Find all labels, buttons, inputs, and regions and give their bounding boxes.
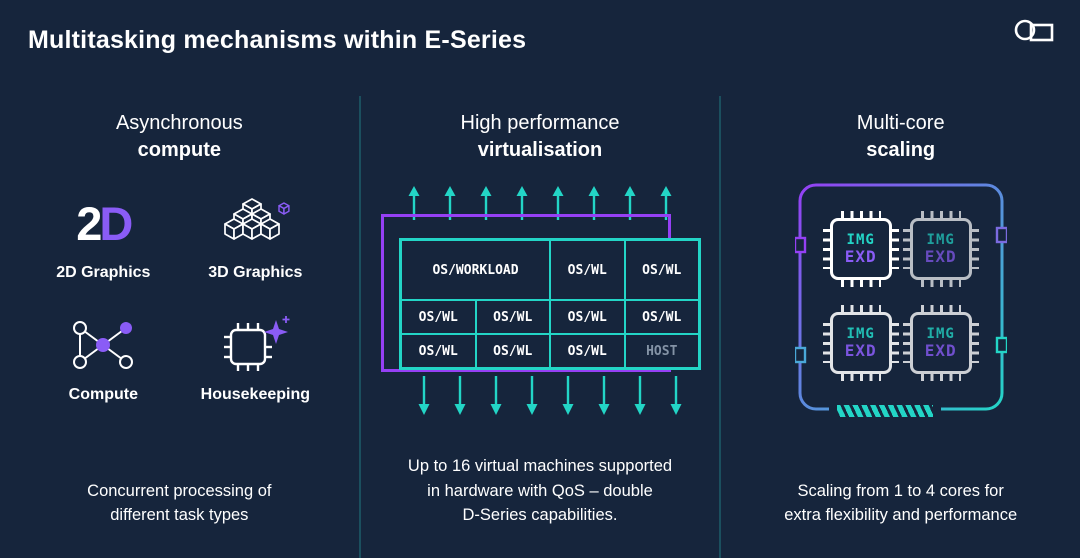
vm-cell: OS/WL xyxy=(550,240,625,300)
core-label-exd: EXD xyxy=(844,246,877,266)
vm-cell: OS/WL xyxy=(624,240,699,300)
virtualisation-diagram: OS/WORKLOAD OS/WL OS/WL OS/WL OS/WL OS/W… xyxy=(375,184,705,420)
core-label-img: IMG xyxy=(926,231,955,248)
column-multicore-scaling: Multi-core scaling xyxy=(721,96,1080,558)
vm-cell: OS/WL xyxy=(475,334,550,368)
column-divider xyxy=(358,96,361,558)
core-label-img: IMG xyxy=(926,325,955,342)
chip-pins-bottom xyxy=(840,280,881,287)
chip-pins-left xyxy=(902,229,910,269)
task-type-grid: 2D 2D Graphics xyxy=(27,190,331,404)
vm-cell: OS/WORKLOAD xyxy=(401,240,550,300)
chip-pins-top xyxy=(920,211,961,218)
core-chip: IMG EXD xyxy=(902,305,979,381)
chip-pins-left xyxy=(822,229,830,269)
3d-cubes-icon xyxy=(217,190,293,256)
core-body: IMG EXD xyxy=(909,218,972,280)
hazard-stripes-icon xyxy=(828,403,941,419)
core-body: IMG EXD xyxy=(829,312,892,374)
vm-cell: OS/WL xyxy=(475,300,550,334)
chip-pins-top xyxy=(920,305,961,312)
vm-cell: OS/WL xyxy=(401,334,476,368)
column-virtualisation: High performance virtualisation OS/WORKL… xyxy=(361,96,720,558)
chip-pins-left xyxy=(902,323,910,363)
core-label-exd: EXD xyxy=(844,340,877,360)
vm-cell-host: HOST xyxy=(624,334,699,368)
network-graph-icon xyxy=(68,312,138,378)
chip-sparkle-icon xyxy=(219,312,291,378)
task-3d-graphics: 3D Graphics xyxy=(179,190,331,282)
chip-pins-top xyxy=(840,305,881,312)
task-label: Compute xyxy=(68,386,138,403)
column-heading: Multi-core scaling xyxy=(857,110,945,164)
core-grid: IMG EXD IMG EXD xyxy=(821,202,981,390)
task-compute: Compute xyxy=(27,312,179,404)
chip-pins-top xyxy=(840,211,881,218)
logo-2d-chard: D xyxy=(99,196,133,250)
core-chip: IMG EXD xyxy=(822,305,899,381)
column-caption: Up to 16 virtual machines supported in h… xyxy=(407,456,673,525)
vm-cell: OS/WL xyxy=(624,300,699,334)
vm-cell: OS/WL xyxy=(550,334,625,368)
vm-cell: OS/WL xyxy=(550,300,625,334)
down-arrows-icon xyxy=(417,376,683,417)
chip-pins-right xyxy=(971,323,979,363)
chip-pins-bottom xyxy=(920,374,961,381)
heading-line2: scaling xyxy=(866,139,936,161)
column-divider xyxy=(719,96,722,558)
heading-line1: Multi-core xyxy=(856,112,945,134)
task-2d-graphics: 2D 2D Graphics xyxy=(27,190,179,282)
chip-pins-right xyxy=(971,229,979,269)
core-label-exd: EXD xyxy=(924,246,957,266)
task-housekeeping: Housekeeping xyxy=(179,312,331,404)
column-async-compute: Asynchronous compute 2D 2D Graphics xyxy=(0,96,359,558)
chip-pins-bottom xyxy=(840,374,881,381)
chip-pins-right xyxy=(891,229,899,269)
heading-line1: Asynchronous xyxy=(115,112,243,134)
chip-pins-left xyxy=(822,323,830,363)
vm-cell: OS/WL xyxy=(401,300,476,334)
circle-square-logo-icon xyxy=(1012,14,1060,53)
task-label: 3D Graphics xyxy=(208,264,303,281)
page-title: Multitasking mechanisms within E-Series xyxy=(28,26,527,54)
core-body: IMG EXD xyxy=(829,218,892,280)
2d-logo-icon: 2D xyxy=(76,190,133,256)
chip-pins-right xyxy=(891,323,899,363)
heading-line1: High performance xyxy=(460,112,620,134)
content-columns: Asynchronous compute 2D 2D Graphics xyxy=(0,96,1080,558)
logo-2d-char2: 2 xyxy=(76,196,102,250)
core-label-img: IMG xyxy=(846,325,875,342)
core-body: IMG EXD xyxy=(909,312,972,374)
core-label-img: IMG xyxy=(846,231,875,248)
chip-pins-bottom xyxy=(920,280,961,287)
task-label: Housekeeping xyxy=(200,386,310,403)
column-caption: Concurrent processing of different task … xyxy=(87,481,272,525)
heading-line2: compute xyxy=(137,139,221,161)
multicore-chip-diagram: IMG EXD IMG EXD xyxy=(794,180,1007,419)
column-caption: Scaling from 1 to 4 cores for extra flex… xyxy=(784,481,1018,525)
core-label-exd: EXD xyxy=(924,340,957,360)
core-chip: IMG EXD xyxy=(822,211,899,287)
core-chip: IMG EXD xyxy=(902,211,979,287)
heading-line2: virtualisation xyxy=(477,139,603,161)
task-label: 2D Graphics xyxy=(56,264,151,281)
vm-grid: OS/WORKLOAD OS/WL OS/WL OS/WL OS/WL OS/W… xyxy=(399,238,701,370)
column-heading: Asynchronous compute xyxy=(116,110,243,164)
column-heading: High performance virtualisation xyxy=(461,110,620,164)
